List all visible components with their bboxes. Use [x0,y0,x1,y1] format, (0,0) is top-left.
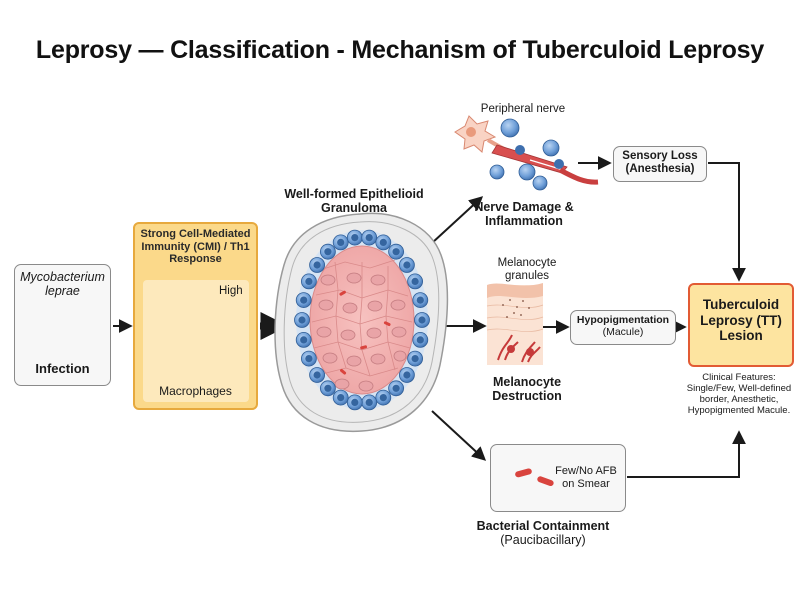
hypopigmentation-box [570,310,676,345]
lymphocyte-nucleus [418,316,426,324]
granuloma-icon [274,212,449,433]
paucibacillary-label: (Paucibacillary) [500,533,586,548]
lymphocyte-nucleus [365,398,373,406]
arrow-bacteria-to-lesion [627,430,746,478]
lymphocyte-nucleus [337,238,345,246]
lymphocyte-nucleus [379,394,387,402]
lymphocyte-nucleus [313,261,321,269]
lymphocyte-nucleus [305,355,313,363]
lymphocyte-nucleus [300,296,308,304]
macrophages-label: Macrophages [159,384,232,398]
cmi-title: Strong Cell-Mediated Immunity (CMI) / Th… [140,228,251,266]
lymphocyte-nucleus [403,371,411,379]
sensory-loss-label: Sensory Loss (Anesthesia) [622,150,698,176]
bacterial-containment-title: Bacterial Containment [476,519,610,533]
lymphocyte-nucleus [365,234,373,242]
hypopigmentation-label: Hypopigmentation (Macule) [570,314,676,338]
infection-box [14,264,111,386]
lymphocyte-nucleus [392,384,400,392]
hypopigmentation-title: Hypopigmentation [576,314,670,326]
lymphocyte-nucleus [411,277,419,285]
lymphocyte-nucleus [300,336,308,344]
lymphocyte-nucleus [351,398,359,406]
bacterial-containment-label: Bacterial Containment (Paucibacillary) [453,519,633,548]
arrow-sensory-to-lesion [708,162,746,282]
clinical-features-label: Clinical Features: Single/Few, Well-defi… [686,372,792,416]
granuloma-title: Well-formed Epithelioid Granuloma [284,187,424,216]
bacilli-icon [515,468,554,487]
lymphocyte-nucleus [379,238,387,246]
lymphocyte-nucleus [324,384,332,392]
lymphocyte-nucleus [416,336,424,344]
afb-smear-label: Few/No AFB on Smear [555,465,617,490]
tt-lesion-box [688,283,794,367]
lymphocyte-nucleus [411,355,419,363]
lymphocyte-nucleus [392,248,400,256]
high-label: High [219,285,243,297]
bacterial-containment-box [490,444,626,512]
lymphocyte-nucleus [324,248,332,256]
lymphocyte-nucleus [337,394,345,402]
nerve-damage-label: Nerve Damage & Inflammation [474,200,574,229]
lymphocyte-nucleus [313,371,321,379]
skin-section-icon [486,283,544,365]
lymphocyte-nucleus [403,261,411,269]
diagram-title: Leprosy — Classification - Mechanism of … [35,36,765,64]
peripheral-nerve-icon [454,115,599,191]
lymphocyte-nucleus [305,277,313,285]
macule-label: (Macule) [602,326,644,339]
arrow-granuloma-to-bacteria [431,410,487,461]
lymphocyte-nucleus [298,316,306,324]
arrow-granuloma-to-nerve [431,196,484,244]
tt-lesion-label: Tuberculoid Leprosy (TT) Lesion [700,297,782,344]
cmi-inner-panel [143,280,249,402]
melanocyte-destruction-label: Melanocyte Destruction [492,375,562,404]
infection-label: Infection [35,361,90,376]
lymphocyte-nucleus [416,296,424,304]
organism-label: Mycobacterium leprae [20,270,105,299]
sensory-loss-box [613,146,707,182]
peripheral-nerve-label: Peripheral nerve [480,103,566,115]
melanocyte-granules-label: Melanocyte granules [497,257,557,283]
lymphocyte-nucleus [351,234,359,242]
